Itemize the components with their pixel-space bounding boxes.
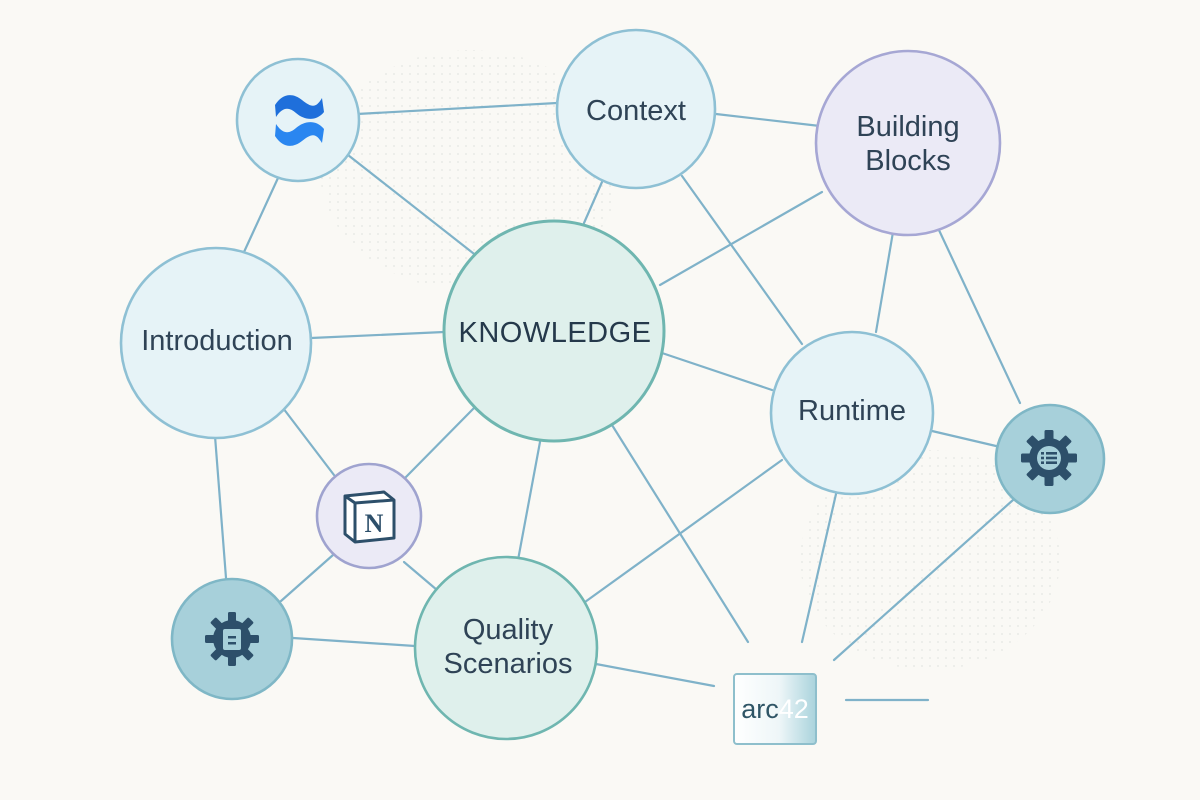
- edge-introduction-settings-left: [213, 434, 228, 580]
- edge-introduction-notion: [281, 406, 336, 477]
- introduction-node[interactable]: Introduction: [119, 246, 313, 440]
- building-blocks-label-line2: Blocks: [865, 145, 950, 177]
- notion-node[interactable]: N: [315, 462, 423, 570]
- edge-context-building: [714, 112, 822, 128]
- edge-runtime-settings-right: [930, 429, 998, 448]
- context-label: Context: [586, 95, 686, 127]
- confluence-node[interactable]: [235, 57, 361, 183]
- edge-building-knowledge: [658, 190, 824, 287]
- settings-left-node[interactable]: [170, 577, 294, 701]
- edge-runtime-arc42: [800, 492, 838, 644]
- edge-notion-settings-left: [279, 553, 335, 603]
- edge-settings-right-arc42: [832, 498, 1015, 662]
- knowledge-center-node[interactable]: KNOWLEDGE: [442, 219, 666, 443]
- confluence-logo-icon: [275, 95, 324, 146]
- edge-context-knowledge: [582, 180, 604, 225]
- arc42-logo[interactable]: arc42: [733, 673, 817, 745]
- edge-building-settings-right: [936, 226, 1022, 405]
- quality-scenarios-label-line1: Quality: [463, 614, 554, 646]
- runtime-node[interactable]: Runtime: [769, 330, 935, 496]
- edge-knowledge-quality: [516, 440, 542, 562]
- introduction-label: Introduction: [141, 325, 293, 357]
- introduction-node-circle: [119, 246, 313, 440]
- edge-confluence-knowledge: [346, 153, 480, 259]
- svg-text:N: N: [365, 509, 384, 538]
- edge-quality-arc42: [594, 662, 716, 688]
- building-blocks-node-circle: [814, 49, 1002, 237]
- edge-building-runtime: [874, 230, 895, 334]
- edge-runtime-quality: [583, 458, 784, 604]
- edge-notion-quality: [402, 560, 439, 592]
- gear-list-icon: [1021, 430, 1077, 486]
- quality-scenarios-node-circle: [413, 555, 599, 741]
- connection-lines: [213, 101, 1022, 702]
- knowledge-label: KNOWLEDGE: [458, 317, 651, 349]
- context-node-circle: [555, 28, 717, 190]
- edge-settings-left-quality: [291, 636, 417, 648]
- gear-document-icon: [205, 612, 259, 666]
- runtime-label: Runtime: [798, 395, 906, 427]
- edge-context-runtime: [680, 174, 804, 346]
- building-blocks-label-line1: Building: [856, 111, 959, 143]
- edge-knowledge-runtime: [660, 351, 774, 392]
- notion-logo-icon: N: [343, 490, 396, 544]
- quality-scenarios-label-line2: Scenarios: [444, 648, 573, 680]
- arc42-logo-text: arc42: [741, 694, 809, 724]
- settings-right-node[interactable]: [994, 403, 1106, 515]
- quality-scenarios-node[interactable]: Quality Scenarios: [413, 555, 599, 741]
- context-node[interactable]: Context: [555, 28, 717, 190]
- edge-confluence-context: [355, 101, 559, 116]
- knowledge-node-circle: [442, 219, 666, 443]
- arc42-logo-box: [733, 673, 817, 745]
- confluence-node-circle: [235, 57, 361, 183]
- building-blocks-node[interactable]: Building Blocks: [814, 49, 1002, 237]
- edge-confluence-introduction: [242, 176, 280, 254]
- edge-knowledge-notion: [403, 406, 476, 480]
- edge-introduction-knowledge: [309, 330, 446, 340]
- runtime-node-circle: [769, 330, 935, 496]
